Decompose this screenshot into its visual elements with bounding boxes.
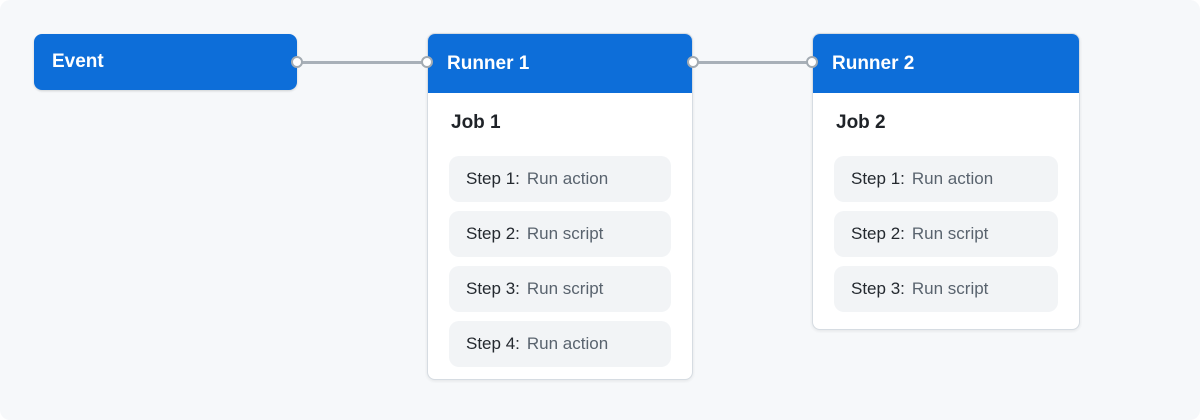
- runner1-body: Job 1 Step 1: Run action Step 2: Run scr…: [428, 93, 692, 379]
- step-value: Run script: [526, 279, 604, 298]
- runner2-header: Runner 2: [813, 34, 1079, 93]
- step-label: Step 3:: [466, 279, 520, 298]
- connector-dot-event-out: [290, 55, 303, 68]
- event-label: Event: [52, 51, 104, 72]
- step-label: Step 1:: [851, 169, 905, 188]
- event-node: Event: [34, 34, 297, 90]
- step-value: Run script: [911, 224, 989, 243]
- job1-step-3: Step 3: Run script: [449, 266, 671, 312]
- job1-step-2: Step 2: Run script: [449, 211, 671, 257]
- job2-title: Job 2: [836, 112, 886, 133]
- runner2-title: Runner 2: [832, 52, 915, 74]
- step-value: Run action: [526, 334, 609, 353]
- job1-step-4: Step 4: Run action: [449, 321, 671, 367]
- connector-line-runner1-runner2: [693, 60, 812, 64]
- step-value: Run action: [911, 169, 994, 188]
- job2-step-2: Step 2: Run script: [834, 211, 1058, 257]
- step-label: Step 4:: [466, 334, 520, 353]
- step-label: Step 3:: [851, 279, 905, 298]
- step-label: Step 1:: [466, 169, 520, 188]
- runner1-header: Runner 1: [428, 34, 692, 93]
- job2-step-3: Step 3: Run script: [834, 266, 1058, 312]
- step-value: Run script: [526, 224, 604, 243]
- runner1-card: Runner 1 Job 1 Step 1: Run action Step 2…: [427, 33, 693, 380]
- connector-dot-runner1-in: [420, 55, 433, 68]
- job1-step-1: Step 1: Run action: [449, 156, 671, 202]
- step-value: Run script: [911, 279, 989, 298]
- connector-dot-runner2-in: [805, 55, 818, 68]
- runner2-body: Job 2 Step 1: Run action Step 2: Run scr…: [813, 93, 1079, 326]
- step-label: Step 2:: [851, 224, 905, 243]
- step-label: Step 2:: [466, 224, 520, 243]
- job1-title: Job 1: [451, 112, 501, 133]
- runner2-card: Runner 2 Job 2 Step 1: Run action Step 2…: [812, 33, 1080, 330]
- connector-dot-runner1-out: [686, 55, 699, 68]
- runner1-title: Runner 1: [447, 52, 530, 74]
- connector-line-event-runner1: [297, 60, 427, 64]
- step-value: Run action: [526, 169, 609, 188]
- job2-step-1: Step 1: Run action: [834, 156, 1058, 202]
